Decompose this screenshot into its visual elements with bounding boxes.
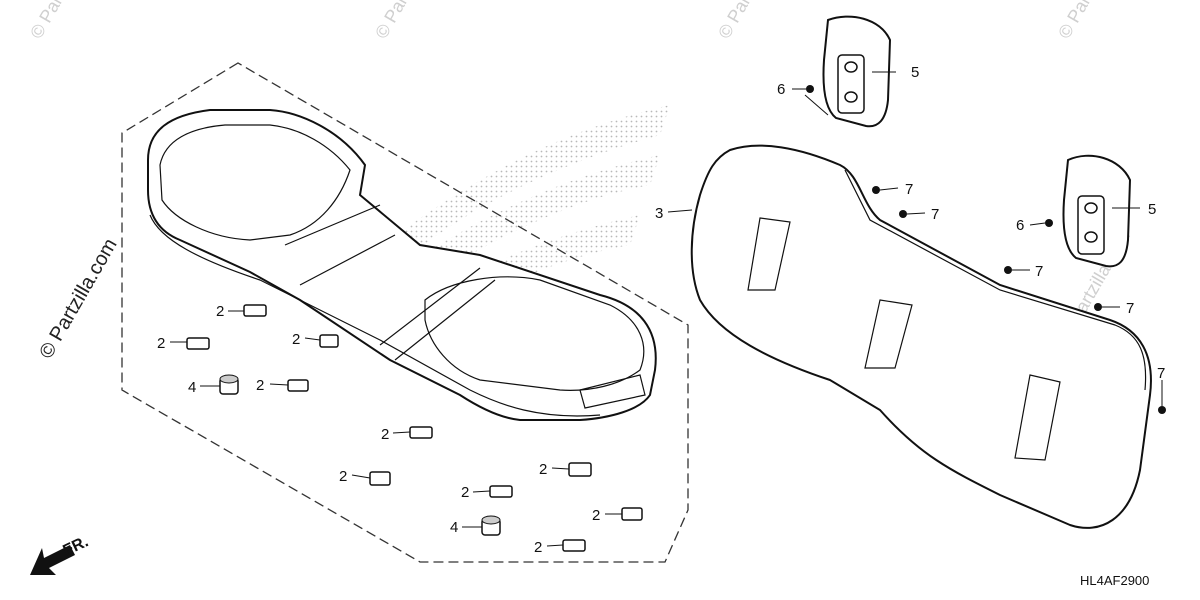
- fasteners: [806, 85, 1166, 414]
- clip-part: [369, 471, 391, 486]
- arrow-icon: [30, 545, 75, 575]
- watermark-text: © Partzilla.com: [714, 0, 792, 42]
- callout-4: 4: [450, 519, 458, 536]
- grommets: [219, 374, 501, 536]
- callout-2: 2: [539, 461, 547, 478]
- callout-7: 7: [931, 206, 939, 223]
- callout-2: 2: [381, 426, 389, 443]
- clip-part: [562, 539, 586, 552]
- callout-7: 7: [1126, 300, 1134, 317]
- callout-2: 2: [534, 539, 542, 556]
- clip-part: [409, 426, 433, 439]
- clip-part: [186, 337, 210, 350]
- callout-7: 7: [1157, 365, 1165, 382]
- callout-5: 5: [1148, 201, 1156, 218]
- callout-2: 2: [256, 377, 264, 394]
- front-direction-indicator: FR.: [30, 533, 91, 575]
- callouts: 2 2 2 2 2 2 2 2 2 2 4 4 3 5 5 6 6 7 7 7 …: [157, 64, 1165, 556]
- callout-2: 2: [339, 468, 347, 485]
- watermark-text: © Partzilla.com: [26, 0, 104, 42]
- seat-cushion: [147, 109, 657, 421]
- leader-lines: [170, 71, 1163, 547]
- direction-label: FR.: [61, 533, 92, 559]
- callout-6: 6: [777, 81, 785, 98]
- assembly-outline: [121, 62, 689, 563]
- clip-part: [489, 485, 513, 498]
- clip-part: [243, 304, 267, 317]
- seat-back: [690, 144, 1152, 529]
- clip-part: [568, 462, 592, 477]
- callout-2: 2: [461, 484, 469, 501]
- callout-5: 5: [911, 64, 919, 81]
- callout-2: 2: [157, 335, 165, 352]
- callout-6: 6: [1016, 217, 1024, 234]
- diagram-code: HL4AF2900: [1080, 573, 1149, 588]
- callout-2: 2: [592, 507, 600, 524]
- headrest-brackets: [822, 15, 1132, 268]
- watermark-text: © Partzilla.com: [371, 0, 449, 42]
- clips: [186, 304, 643, 552]
- watermark-text: © Partzilla.com: [1054, 0, 1132, 42]
- clip-part: [319, 334, 339, 348]
- callout-3: 3: [655, 205, 663, 222]
- clip-part: [287, 379, 309, 392]
- callout-2: 2: [292, 331, 300, 348]
- callout-2: 2: [216, 303, 224, 320]
- watermark-text-side: © Partzilla.com: [35, 235, 121, 363]
- callout-7: 7: [905, 181, 913, 198]
- callout-4: 4: [188, 379, 196, 396]
- callout-7: 7: [1035, 263, 1043, 280]
- clip-part: [621, 507, 643, 521]
